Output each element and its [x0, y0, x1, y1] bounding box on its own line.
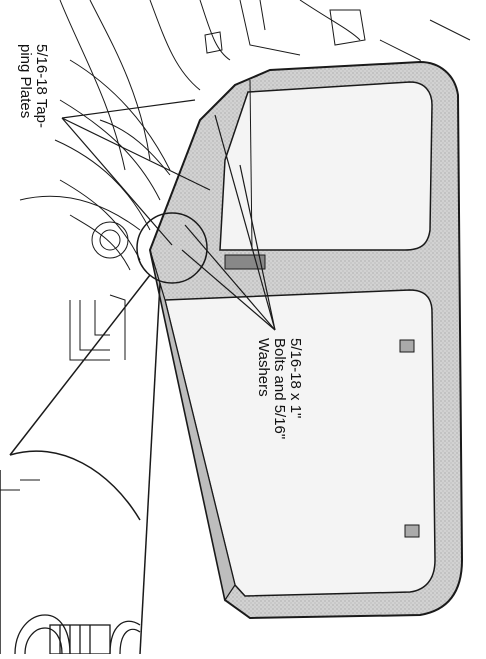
- tapping-plates-label: 5/16-18 Tap- ping Plates: [17, 44, 50, 128]
- detail-callout-circle: [0, 212, 208, 655]
- magnified-detail: [14, 614, 141, 655]
- bolts-washers-leaders: [181, 114, 276, 331]
- door-frame: [148, 60, 464, 620]
- tapping-plates-leaders: [61, 99, 211, 246]
- bolts-washers-label: 5/16-18 x 1" Bolts and 5/16" Washers: [255, 338, 304, 440]
